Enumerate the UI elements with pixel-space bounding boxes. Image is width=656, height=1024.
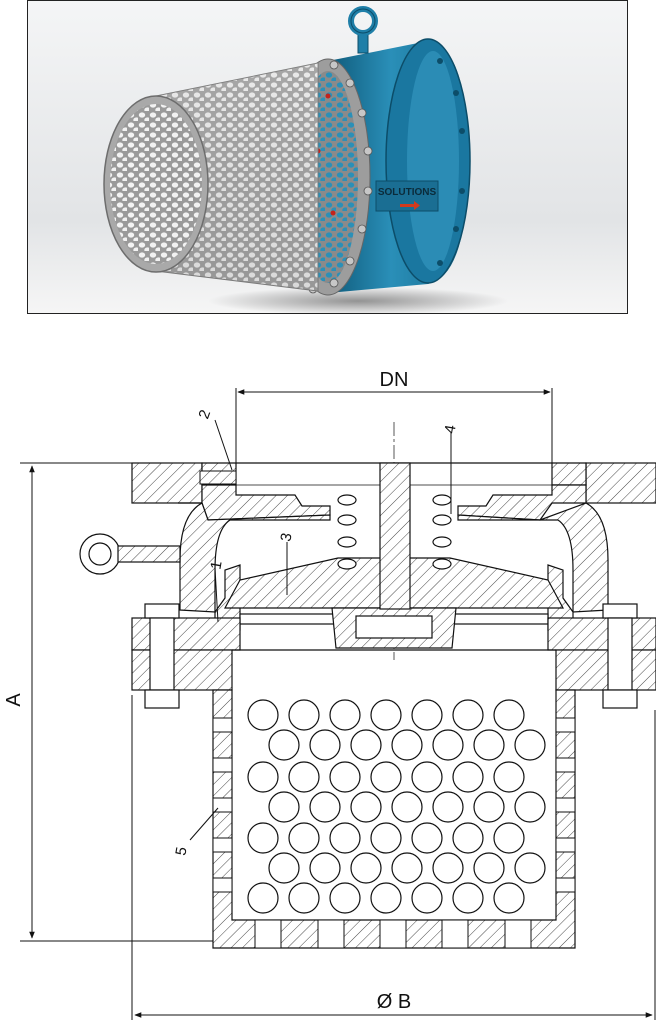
strainer-hole — [268, 852, 300, 884]
dimension-dn — [235, 388, 553, 464]
strainer-hole — [247, 882, 279, 914]
strainer-hole — [411, 761, 443, 793]
strainer-hole — [288, 882, 320, 914]
strainer-hole — [514, 791, 546, 823]
strainer-hole — [493, 822, 525, 854]
strainer-hole — [452, 882, 484, 914]
strainer-hole — [329, 822, 361, 854]
floor-shadow — [208, 287, 508, 313]
dimension-dn-label: DN — [380, 369, 409, 391]
strainer-hole — [452, 822, 484, 854]
foot-valve-render: SOLUTIONS — [28, 1, 627, 313]
strainer-hole — [350, 729, 382, 761]
strainer-hole — [452, 699, 484, 731]
strainer-hole — [432, 852, 464, 884]
strainer-hole — [309, 852, 341, 884]
strainer-hole — [370, 761, 402, 793]
strainer-hole — [473, 852, 505, 884]
strainer-hole — [370, 699, 402, 731]
strainer-hole — [473, 791, 505, 823]
dimension-a-label: A — [3, 693, 25, 707]
strainer-hole — [493, 699, 525, 731]
brand-label: SOLUTIONS — [378, 187, 437, 198]
lifting-eye-bolt — [79, 533, 181, 575]
strainer-hole — [350, 852, 382, 884]
strainer-hole — [432, 729, 464, 761]
product-render: SOLUTIONS — [27, 0, 628, 314]
strainer-hole — [391, 729, 423, 761]
right-bolt — [602, 603, 638, 709]
strainer-hole — [452, 761, 484, 793]
valve-stem — [379, 462, 411, 610]
strainer-hole — [411, 822, 443, 854]
port-plug — [199, 470, 237, 485]
callout-1: 1 — [207, 560, 225, 571]
spring — [337, 494, 452, 570]
cross-section-drawing: DN A Ø B — [3, 369, 656, 1020]
strainer-hole — [411, 882, 443, 914]
strainer-hole — [268, 791, 300, 823]
strainer-hole — [268, 729, 300, 761]
strainer-hole — [329, 761, 361, 793]
flow-arrow-icon — [400, 201, 420, 210]
callout-5: 5 — [172, 846, 190, 857]
strainer-hole — [350, 791, 382, 823]
dimension-ob — [131, 695, 656, 1020]
strainer-holes — [247, 699, 546, 914]
left-bolt — [144, 603, 180, 709]
nameplate: SOLUTIONS — [375, 180, 439, 212]
strainer-hole — [391, 852, 423, 884]
strainer-hole — [247, 761, 279, 793]
strainer-hole — [370, 822, 402, 854]
strainer-hole — [473, 729, 505, 761]
strainer-hole — [329, 699, 361, 731]
strainer-hole — [370, 882, 402, 914]
strainer-hole — [432, 791, 464, 823]
strainer-hole — [309, 791, 341, 823]
strainer-hole — [391, 791, 423, 823]
strainer-hole — [514, 729, 546, 761]
callout-2: 2 — [195, 408, 214, 422]
strainer-hole — [411, 699, 443, 731]
dimension-a — [20, 462, 215, 942]
strainer-section — [212, 689, 576, 949]
dimension-ob-label: Ø B — [377, 991, 411, 1013]
strainer-hole — [288, 699, 320, 731]
callout-4: 4 — [441, 424, 459, 435]
lifting-eye — [348, 6, 378, 54]
strainer-hole — [493, 761, 525, 793]
strainer-hole — [329, 882, 361, 914]
strainer-hole — [247, 699, 279, 731]
strainer-hole — [309, 729, 341, 761]
strainer-hole — [493, 882, 525, 914]
strainer-hole — [247, 822, 279, 854]
callout-3: 3 — [277, 532, 295, 543]
callout-leaders — [189, 419, 452, 841]
strainer-hole — [288, 822, 320, 854]
strainer-basket — [103, 62, 319, 292]
strainer-hole — [514, 852, 546, 884]
strainer-hole — [288, 761, 320, 793]
